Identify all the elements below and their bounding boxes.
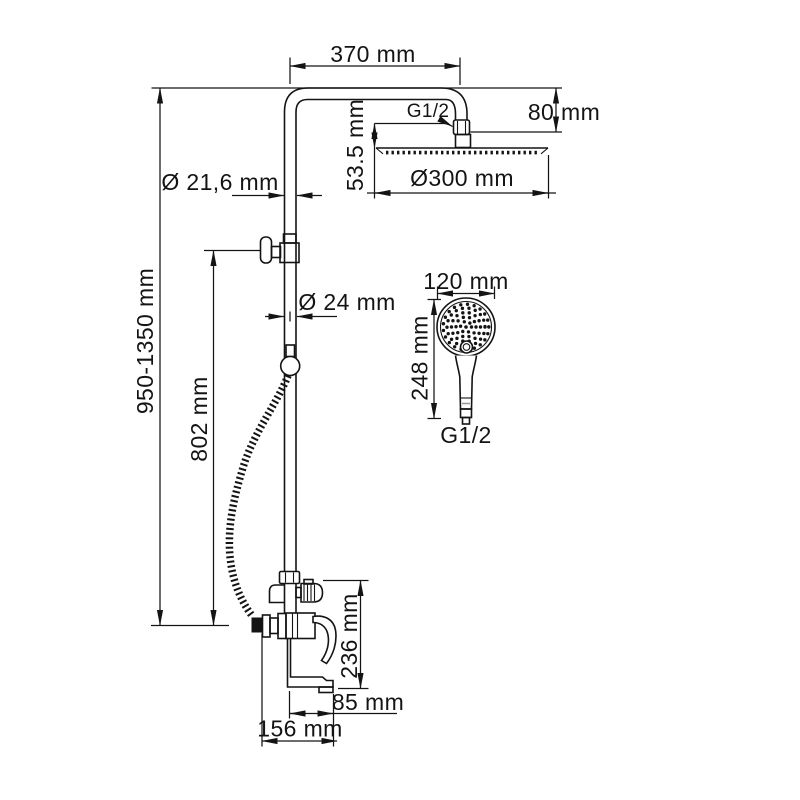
wall-bracket	[259, 233, 300, 264]
shower-hose	[225, 374, 292, 633]
slider-knob	[279, 355, 301, 377]
dim-mixer-depth: 156 mm	[257, 633, 342, 747]
dim-hand-shower-diameter: 120 mm	[423, 268, 508, 299]
dim-mixer-height: 236 mm	[323, 579, 369, 690]
dimension-annotations: 370 mm 80 mm G1/2 53.5 mm Ø300 mm	[132, 41, 600, 747]
dim-overall-height-label: 950-1350 mm	[132, 268, 158, 414]
dim-riser-lower-diameter: Ø 24 mm	[265, 289, 395, 322]
dim-mixer-height-label: 236 mm	[336, 593, 362, 678]
hose-connector	[251, 617, 263, 633]
dim-riser-upper-diameter: Ø 21,6 mm	[161, 169, 322, 199]
slider-holder	[279, 344, 301, 377]
dim-head-drop: 80 mm	[470, 87, 600, 133]
dim-head-diameter-label: Ø300 mm	[410, 165, 514, 191]
dim-riser-lower-diameter-label: Ø 24 mm	[298, 289, 395, 315]
dim-top-arm-width: 370 mm	[289, 41, 461, 85]
mixer-faucet	[261, 570, 337, 694]
tub-spout	[286, 638, 334, 694]
dim-head-height-label: 53.5 mm	[342, 99, 368, 191]
dim-top-arm-width-label: 370 mm	[330, 41, 415, 67]
rain-shower-head	[375, 119, 549, 155]
dim-spout-reach-label: 85 mm	[332, 689, 404, 715]
shower-column-drawing	[225, 87, 549, 694]
dim-bracket-height-label: 802 mm	[186, 376, 212, 461]
head-thread-label: G1/2	[407, 101, 449, 122]
mixer-body	[261, 612, 316, 640]
dim-hand-shower-length-label: 248 mm	[407, 315, 433, 400]
dim-hand-shower-diameter-label: 120 mm	[423, 268, 508, 294]
dim-head-diameter: Ø300 mm	[367, 155, 556, 199]
hand-shower-thread-label: G1/2	[440, 422, 491, 448]
mode-button	[459, 340, 474, 354]
mixer-lever	[312, 615, 337, 665]
dim-spout-reach: 85 mm	[288, 689, 404, 747]
dim-riser-upper-diameter-label: Ø 21,6 mm	[161, 169, 278, 195]
mixer-elbow	[268, 584, 285, 604]
dim-mixer-depth-label: 156 mm	[257, 716, 342, 742]
hand-shower	[436, 297, 496, 425]
dim-bracket-height: 802 mm	[186, 249, 260, 627]
diverter	[295, 578, 324, 603]
riser-base-nut	[278, 570, 301, 585]
dim-overall-height: 950-1350 mm	[132, 87, 229, 627]
dim-head-drop-label: 80 mm	[528, 99, 600, 125]
dim-hand-shower-length: 248 mm	[407, 298, 441, 420]
dim-head-height: 53.5 mm	[342, 99, 448, 199]
